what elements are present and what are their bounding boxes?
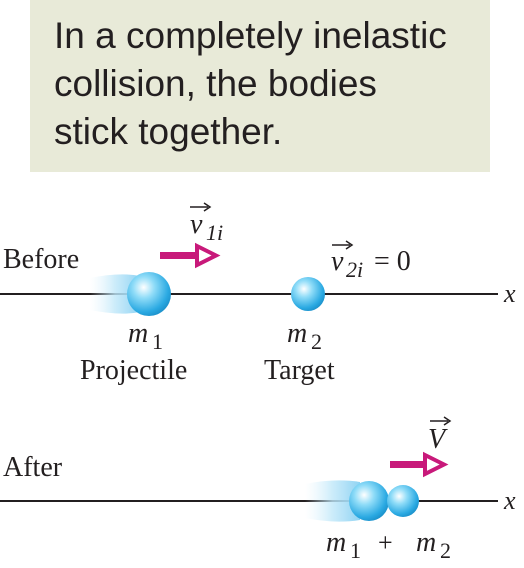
caption-line-1: In a completely inelastic	[54, 15, 447, 56]
motion-trail-after	[305, 480, 360, 522]
v2i-label: v 2i = 0	[331, 240, 411, 282]
after-m2-symbol: m	[416, 527, 436, 558]
velocity-arrow-before	[160, 242, 221, 269]
V-symbol: V	[428, 424, 448, 455]
m2-subscript: 2	[311, 329, 322, 354]
V-label: V	[428, 416, 452, 455]
v2i-subscript: 2i	[346, 257, 363, 282]
m1-symbol: m	[128, 318, 148, 349]
v2i-equals: = 0	[374, 246, 411, 277]
v1i-subscript: 1i	[206, 220, 223, 245]
v1i-symbol: v	[190, 209, 203, 240]
projectile-label: Projectile	[80, 355, 187, 386]
after-m1-subscript: 1	[350, 538, 361, 563]
velocity-arrow-after	[390, 451, 449, 478]
caption-box: In a completely inelastic collision, the…	[30, 0, 490, 172]
m1-subscript: 1	[152, 329, 163, 354]
after-m1-symbol: m	[326, 527, 346, 558]
caption-line-3: stick together.	[54, 111, 283, 152]
after-label: After	[3, 452, 63, 483]
after-m2-subscript: 2	[440, 538, 451, 563]
m2-symbol: m	[287, 318, 307, 349]
before-label: Before	[3, 244, 79, 275]
v2i-symbol: v	[331, 246, 344, 277]
axis-label-before: x	[503, 279, 516, 308]
target-label: Target	[264, 355, 335, 386]
caption-line-2: collision, the bodies	[54, 63, 377, 104]
target-ball	[291, 277, 325, 311]
plus-sign: +	[378, 528, 393, 557]
motion-trail-before	[90, 274, 140, 314]
axis-label-after: x	[503, 486, 516, 515]
v1i-label: v 1i	[190, 202, 223, 245]
combined-ball-m1	[349, 481, 389, 521]
projectile-ball	[127, 272, 171, 316]
caption-text: In a completely inelastic collision, the…	[54, 12, 484, 156]
combined-ball-m2	[387, 485, 419, 517]
